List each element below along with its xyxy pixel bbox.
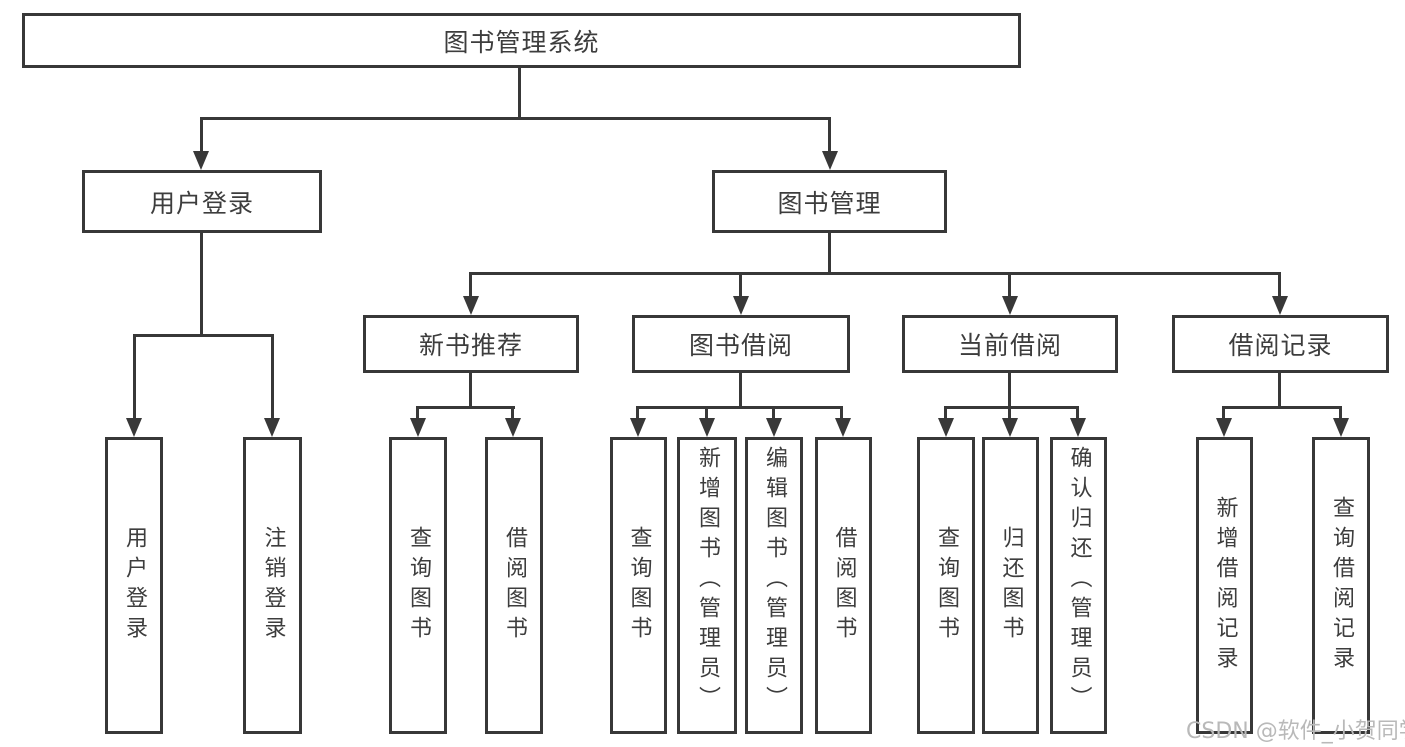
connector-cb-leaf3-tail: [1076, 406, 1079, 422]
node-new-book: 新书推荐: [363, 315, 579, 373]
connector-current-borrow-tail: [1008, 272, 1011, 300]
leaf-bb-edit-book-admin: 编辑图书（管理员）: [745, 437, 803, 734]
connector-new-book-tail: [469, 272, 472, 300]
leaf-bb-add-book-admin-label: 新增图书（管理员）: [695, 446, 720, 716]
node-book-mgmt: 图书管理: [712, 170, 947, 233]
node-root-label: 图书管理系统: [443, 27, 600, 57]
leaf-cb-query-book-label: 查询图书: [934, 525, 959, 646]
leaf-br-add-record: 新增借阅记录: [1196, 437, 1253, 734]
leaf-bb-borrow-book: 借阅图书: [815, 437, 872, 734]
leaf-br-query-record: 查询借阅记录: [1312, 437, 1370, 734]
leaf-cb-confirm-return-admin-label: 确认归还（管理员）: [1066, 446, 1092, 716]
connector-book-borrow-crossbar: [636, 406, 843, 409]
arrowhead-bb-leaf2: [699, 418, 715, 437]
connector-borrow-record-stub: [1278, 373, 1281, 409]
arrowhead-cb-leaf1: [938, 418, 954, 437]
connector-new-book-stub: [469, 373, 472, 409]
node-new-book-label: 新书推荐: [418, 331, 523, 360]
connector-br-leaf1-tail: [1222, 406, 1225, 422]
node-book-mgmt-label: 图书管理: [777, 188, 882, 218]
node-user-login-label: 用户登录: [149, 188, 254, 218]
leaf-bb-query-book-label: 查询图书: [626, 525, 652, 646]
node-user-login: 用户登录: [82, 170, 322, 233]
connector-user-login-tail: [200, 117, 203, 155]
leaf-br-query-record-label: 查询借阅记录: [1329, 495, 1354, 676]
arrowhead-bb-leaf4: [835, 418, 851, 437]
connector-current-borrow-crossbar: [944, 406, 1079, 409]
connector-bb-leaf4-tail: [840, 406, 843, 422]
leaf-bb-add-book-admin: 新增图书（管理员）: [677, 437, 737, 734]
arrowhead-nb-leaf1: [410, 418, 426, 437]
node-current-borrow: 当前借阅: [902, 315, 1118, 373]
connector-level2-crossbar: [200, 117, 831, 120]
leaf-nb-borrow-book: 借阅图书: [485, 437, 543, 734]
connector-borrow-record-crossbar: [1222, 406, 1342, 409]
node-current-borrow-label: 当前借阅: [957, 331, 1062, 360]
arrowhead-book-borrow: [733, 296, 749, 315]
node-book-borrow: 图书借阅: [632, 315, 850, 373]
connector-cb-leaf1-tail: [944, 406, 947, 422]
leaf-nb-borrow-book-label: 借阅图书: [502, 525, 527, 646]
connector-user-stub: [200, 233, 203, 336]
leaf-bb-edit-book-admin-label: 编辑图书（管理员）: [762, 446, 787, 716]
arrowhead-user-leaf2: [264, 418, 280, 437]
leaf-cb-query-book: 查询图书: [917, 437, 975, 734]
connector-nb-leaf2-tail: [511, 406, 514, 422]
leaf-logout-label: 注销登录: [260, 525, 286, 646]
connector-book-stub: [828, 233, 831, 275]
connector-user-leaf1-tail: [133, 334, 136, 422]
leaf-logout: 注销登录: [243, 437, 302, 734]
arrowhead-cb-leaf2: [1002, 418, 1018, 437]
connector-br-leaf2-tail: [1339, 406, 1342, 422]
connector-new-book-crossbar: [416, 406, 515, 409]
connector-bb-leaf2-tail: [705, 406, 708, 422]
connector-bb-leaf1-tail: [636, 406, 639, 422]
connector-borrow-record-tail: [1278, 272, 1281, 300]
connector-book-borrow-tail: [739, 272, 742, 300]
arrowhead-br-leaf1: [1216, 418, 1232, 437]
leaf-bb-query-book: 查询图书: [610, 437, 667, 734]
node-borrow-record: 借阅记录: [1172, 315, 1389, 373]
arrowhead-bb-leaf1: [630, 418, 646, 437]
leaf-cb-return-book-label: 归还图书: [998, 525, 1024, 646]
arrowhead-borrow-record: [1272, 296, 1288, 315]
leaf-user-login: 用户登录: [105, 437, 163, 734]
leaf-nb-query-book: 查询图书: [389, 437, 447, 734]
arrowhead-nb-leaf2: [505, 418, 521, 437]
leaf-cb-confirm-return-admin: 确认归还（管理员）: [1050, 437, 1107, 734]
leaf-cb-return-book: 归还图书: [982, 437, 1039, 734]
arrowhead-book-mgmt: [822, 151, 838, 170]
csdn-watermark: CSDN @软件_小贺同学: [1186, 719, 1405, 744]
arrowhead-user-login: [193, 151, 209, 170]
arrowhead-new-book: [463, 296, 479, 315]
arrowhead-user-leaf1: [126, 418, 142, 437]
arrowhead-br-leaf2: [1333, 418, 1349, 437]
connector-level3-crossbar: [469, 272, 1281, 275]
connector-current-borrow-stub: [1008, 373, 1011, 409]
connector-book-borrow-stub: [739, 373, 742, 409]
arrowhead-cb-leaf3: [1070, 418, 1086, 437]
leaf-br-add-record-label: 新增借阅记录: [1212, 495, 1238, 676]
node-book-borrow-label: 图书借阅: [688, 331, 793, 360]
connector-book-mgmt-tail: [828, 117, 831, 155]
leaf-nb-query-book-label: 查询图书: [406, 525, 431, 646]
connector-user-crossbar: [133, 334, 274, 337]
connector-user-leaf2-tail: [271, 334, 274, 422]
connector-cb-leaf2-tail: [1008, 406, 1011, 422]
connector-nb-leaf1-tail: [416, 406, 419, 422]
arrowhead-bb-leaf3: [766, 418, 782, 437]
leaf-bb-borrow-book-label: 借阅图书: [831, 525, 857, 646]
arrowhead-current-borrow: [1002, 296, 1018, 315]
connector-root-stub: [518, 68, 521, 118]
node-borrow-record-label: 借阅记录: [1228, 331, 1333, 360]
leaf-user-login-label: 用户登录: [122, 525, 147, 646]
connector-bb-leaf3-tail: [772, 406, 775, 422]
node-root: 图书管理系统: [22, 13, 1021, 68]
